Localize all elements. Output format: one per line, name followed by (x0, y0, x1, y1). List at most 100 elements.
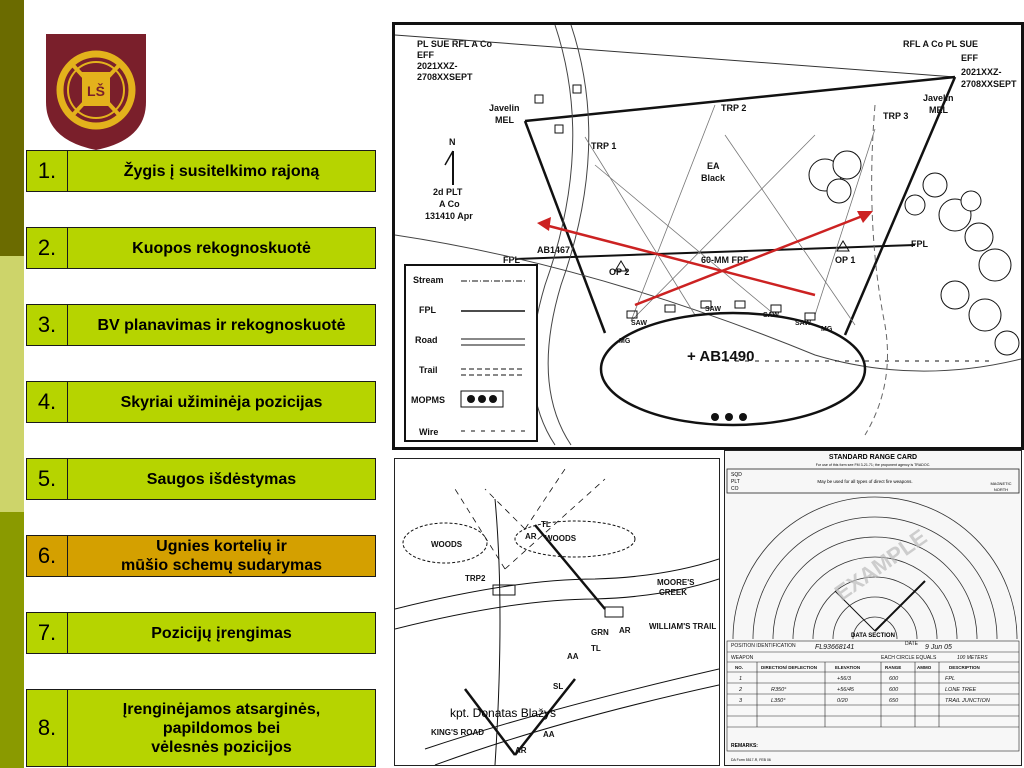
data-section-label: DATA SECTION (851, 633, 895, 639)
javelin-left-label-2: MEL (495, 115, 515, 125)
range-card-subtitle: For use of this form see FM 3-21.71; the… (816, 463, 931, 467)
unit-label-1: 2d PLT (433, 187, 463, 197)
form-id: DA Form 5517-R, FEB 06 (731, 758, 771, 762)
javelin-right-label-2: MEL (929, 105, 949, 115)
trp2-label: TRP 2 (721, 103, 746, 113)
menu-item-label: Įrenginėjamos atsarginės, papildomos bei… (122, 700, 321, 756)
sketch-ar-3: AR (515, 746, 527, 755)
range-card-drawing: STANDARD RANGE CARD For use of this form… (726, 454, 1020, 765)
sketch-tl-1: TL (541, 520, 551, 529)
circle-value: 100 METERS (957, 655, 988, 661)
pos-ident-label: POSITION IDENTIFICATION (731, 643, 796, 649)
op1-label: OP 1 (835, 255, 855, 265)
fpl-right-label: FPL (911, 239, 929, 249)
trp3-label: TRP 3 (883, 111, 908, 121)
legend-mopms: MOPMS (411, 395, 445, 405)
col-elevation: ELEVATION (835, 665, 860, 670)
menu-item-label: Ugnies kortelių ir mūšio schemų sudaryma… (121, 538, 322, 574)
sketch-grn: GRN (591, 628, 609, 637)
platoon-sector-map: PL SUE RFL A Co EFF 2021XXZ- 2708XXSEPT … (392, 22, 1024, 450)
range-card-plt: PLT (731, 479, 740, 485)
weapon-label: WEAPON (731, 655, 754, 661)
row1-desc: FPL (945, 676, 955, 682)
ab1467-label: AB1467 (537, 245, 570, 255)
range-card-title: STANDARD RANGE CARD (829, 454, 917, 461)
sketch-drawing: WOODS WOODS TL AR TRP2 MOORE'S CREEK WIL… (395, 468, 719, 765)
menu-item-label: Saugos išdėstymas (146, 470, 297, 488)
legend-trail: Trail (419, 365, 438, 375)
range-card-sqd: SQD (731, 472, 742, 478)
menu-item-label: BV planavimas ir rekognoskuotė (97, 316, 346, 334)
sketch-kings: KING'S ROAD (431, 728, 484, 737)
sketch-ar-2: AR (619, 626, 631, 635)
unit-label-3: 131410 Apr (425, 211, 473, 221)
menu-item-8[interactable]: 8. Įrenginėjamos atsarginės, papildomos … (26, 689, 376, 767)
sketch-aa-1: AA (567, 652, 579, 661)
sketch-aa-2: AA (543, 730, 555, 739)
trp1-label: TRP 1 (591, 141, 616, 151)
sidebar-segment-mid (0, 256, 24, 512)
sector-sketch: WOODS WOODS TL AR TRP2 MOORE'S CREEK WIL… (394, 458, 720, 766)
sketch-ar-1: AR (525, 532, 537, 541)
pos-ident-value: FL93668141 (815, 644, 854, 651)
row3-no: 3 (739, 698, 743, 704)
menu-item-number: 6. (27, 536, 68, 576)
ab1490-label: + AB1490 (687, 348, 754, 365)
saw-label-2: SAW (705, 306, 721, 313)
sketch-woods-left: WOODS (431, 540, 463, 549)
menu-item-number: 2. (27, 228, 68, 268)
legend-wire: Wire (419, 427, 438, 437)
ea-label-1: EA (707, 161, 720, 171)
row2-no: 2 (738, 687, 742, 693)
menu-item-label: Kuopos rekognoskuotė (132, 239, 311, 257)
menu-item-7[interactable]: 7. Pozicijų įrengimas (26, 612, 376, 654)
logo-letters: LŠ (87, 82, 105, 99)
menu-item-label: Pozicijų įrengimas (151, 624, 292, 642)
menu-item-6[interactable]: 6. Ugnies kortelių ir mūšio schemų sudar… (26, 535, 376, 577)
menu-item-label: Žygis į susitelkimo rajoną (123, 162, 320, 180)
menu-item-number: 3. (27, 305, 68, 345)
sketch-woods-right: WOODS (545, 534, 577, 543)
menu-item-2[interactable]: 2. Kuopos rekognoskuotė (26, 227, 376, 269)
javelin-left-label-1: Javelin (489, 103, 520, 113)
menu-item-3[interactable]: 3. BV planavimas ir rekognoskuotė (26, 304, 376, 346)
row1-range: 600 (889, 676, 899, 682)
map-header-left-3: 2021XXZ- (417, 61, 458, 71)
row2-range: 600 (889, 687, 899, 693)
javelin-right-label-1: Javelin (923, 93, 954, 103)
menu-item-5[interactable]: 5. Saugos išdėstymas (26, 458, 376, 500)
map-header-right-1: RFL A Co PL SUE (903, 39, 978, 49)
fpf-label: 60-MM FPF (701, 255, 749, 265)
row3-dir: L350° (771, 698, 786, 704)
saw-label-1: SAW (631, 320, 647, 327)
row3-elev: 0/20 (837, 698, 849, 704)
row2-dir: R350° (771, 687, 787, 693)
row2-elev: +56/45 (837, 687, 855, 693)
legend-road: Road (415, 335, 438, 345)
ea-label-2: Black (701, 173, 726, 183)
map-header-right-4: 2708XXSEPT (961, 79, 1017, 89)
op2-label: OP 2 (609, 267, 629, 277)
sketch-williams: WILLIAM'S TRAIL (649, 622, 716, 631)
standard-range-card: STANDARD RANGE CARD For use of this form… (724, 450, 1022, 766)
menu-item-4[interactable]: 4. Skyriai užiminėja pozicijas (26, 381, 376, 423)
map-drawing: PL SUE RFL A Co EFF 2021XXZ- 2708XXSEPT … (395, 25, 1021, 446)
saw-label-4: SAW (795, 320, 811, 327)
range-card-co: CO (731, 486, 739, 492)
col-description: DESCRIPTION (949, 665, 980, 670)
range-card-watermark: EXAMPLE (830, 524, 931, 605)
map-header-left-1: PL SUE RFL A Co (417, 39, 493, 49)
menu-item-1[interactable]: 1. Žygis į susitelkimo rajoną (26, 150, 376, 192)
date-value: 9 Jun 05 (925, 644, 952, 651)
sketch-sl: SL (553, 682, 563, 691)
author-credit: kpt. Donatas Blažys (450, 706, 557, 720)
menu-item-number: 4. (27, 382, 68, 422)
map-header-left-4: 2708XXSEPT (417, 72, 473, 82)
sketch-trp2: TRP2 (465, 574, 486, 583)
legend-stream: Stream (413, 275, 444, 285)
legend-fpl: FPL (419, 305, 437, 315)
sidebar-segment-bottom (0, 512, 24, 768)
col-ammo: AMMO (917, 665, 932, 670)
sketch-moores-1: MOORE'S (657, 578, 695, 587)
col-range: RANGE (885, 665, 901, 670)
